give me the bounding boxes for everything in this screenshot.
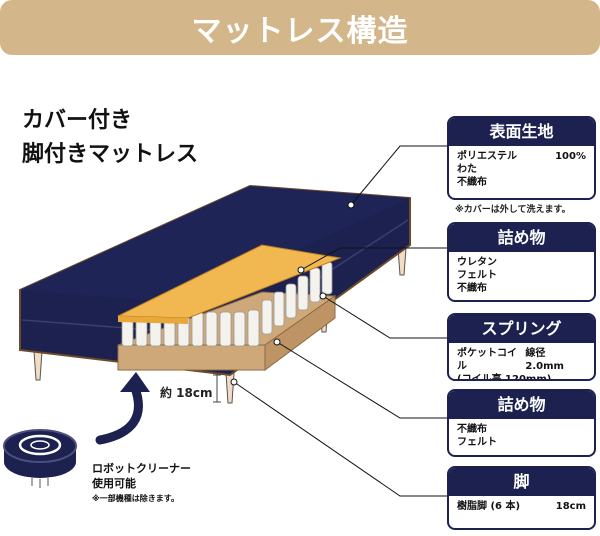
product-title-line1: カバー付き [22, 108, 133, 133]
spec-card-legs: 脚 樹脂脚 (6 本) 18cm [447, 466, 596, 530]
robot-cleaner-icon [3, 429, 77, 488]
card-title: 脚 [449, 468, 594, 496]
spec-name: 樹脂脚 (6 本) [457, 501, 521, 512]
card-title: スプリング [449, 315, 594, 343]
spec-card-bottom-padding: 詰め物 不織布 フェルト [447, 389, 596, 457]
spec-value: 100% [555, 151, 586, 162]
card-title: 詰め物 [449, 224, 594, 252]
spec-row: 不織布 [457, 423, 586, 436]
spec-name: ポリエステル [457, 151, 517, 162]
card-body: 不織布 フェルト [449, 419, 594, 453]
pocket-coils [121, 261, 333, 347]
spec-name: 不織布 [457, 424, 487, 435]
spec-name: ウレタン [457, 257, 497, 268]
spec-row: (コイル高 120mm) [457, 373, 586, 381]
header-banner: マットレス構造 [0, 0, 600, 55]
spec-row: わた [457, 163, 586, 176]
card-body: 樹脂脚 (6 本) 18cm [449, 496, 594, 517]
spec-name: わた [457, 164, 477, 175]
leg-front-mid [225, 372, 235, 404]
spec-name: (コイル高 120mm) [457, 374, 552, 381]
leg-height-bracket [213, 374, 221, 403]
spec-row: 不織布 [457, 282, 586, 295]
spec-row: フェルト [457, 269, 586, 282]
robot-label-line2: 使用可能 [92, 477, 136, 490]
card-title: 詰め物 [449, 391, 594, 419]
urethane-layer [117, 244, 342, 324]
page-title: マットレス構造 [191, 13, 409, 49]
spec-card-surface-fabric: 表面生地 ポリエステル 100% わた 不織布 [447, 116, 596, 200]
leader-lines [230, 145, 447, 497]
card-body: ポリエステル 100% わた 不織布 [449, 146, 594, 193]
spec-row: ポリエステル 100% [457, 150, 586, 163]
product-title: カバー付き 脚付きマットレス [22, 104, 198, 172]
spec-row: ウレタン [457, 256, 586, 269]
spec-value: 線径 2.0mm [525, 348, 564, 372]
spec-value: 18cm [555, 501, 586, 512]
spec-card-top-padding: 詰め物 ウレタン フェルト 不織布 [447, 222, 596, 302]
robot-cleaner-label: ロボットクリーナー 使用可能 ※一部機種は除きます。 [92, 461, 191, 506]
spec-card-spring: スプリング ポケットコイル 線径 2.0mm (コイル高 120mm) [447, 313, 596, 381]
robot-arrowhead-icon [120, 372, 150, 392]
cover-washable-note: ※カバーは外して洗えます。 [455, 205, 571, 215]
robot-label-note: ※一部機種は除きます。 [92, 494, 179, 503]
spec-name: 不織布 [457, 283, 487, 294]
card-body: ポケットコイル 線径 2.0mm (コイル高 120mm) [449, 343, 594, 381]
leg-front-left [33, 350, 43, 381]
robot-arrow-icon [95, 383, 143, 445]
spec-row: 樹脂脚 (6 本) 18cm [457, 500, 586, 513]
spec-name: ポケットコイル [457, 348, 517, 372]
product-title-line2: 脚付きマットレス [22, 142, 199, 167]
spec-name: フェルト [457, 270, 497, 281]
card-body: ウレタン フェルト 不織布 [449, 252, 594, 299]
spec-row: ポケットコイル 線径 2.0mm [457, 347, 586, 373]
robot-label-line1: ロボットクリーナー [92, 462, 191, 475]
leg-height-label: 約 18cm [160, 386, 213, 400]
card-title: 表面生地 [449, 118, 594, 146]
spec-name: 不織布 [457, 177, 487, 188]
spec-row: 不織布 [457, 176, 586, 189]
spec-name: フェルト [457, 437, 497, 448]
spec-row: フェルト [457, 436, 586, 449]
